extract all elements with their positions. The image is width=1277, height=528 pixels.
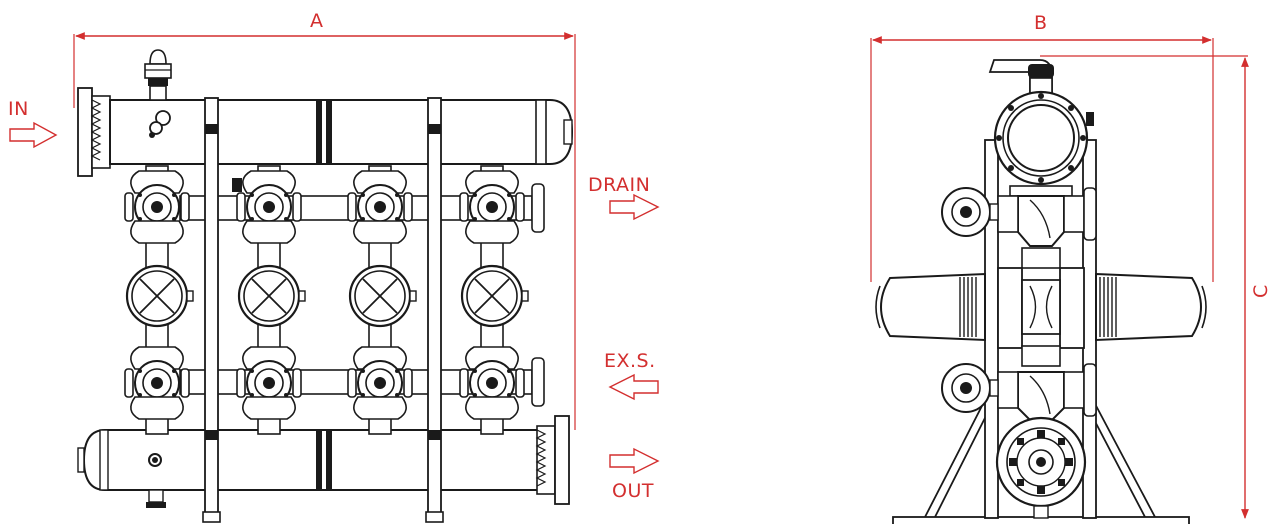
outlet-label: OUT	[612, 480, 654, 502]
inlet-label-text: IN	[8, 98, 29, 120]
side-view	[870, 36, 1249, 526]
inlet-manifold	[77, 49, 574, 177]
outlet-arrow	[609, 447, 660, 475]
front-view	[9, 32, 660, 523]
dimension-c-label: C	[1250, 284, 1272, 298]
filter-unit	[124, 165, 195, 435]
filter-unit	[347, 165, 418, 435]
exhaust-label: EX.S.	[604, 350, 656, 372]
dimension-b-label: B	[1034, 12, 1048, 34]
inlet-arrow	[9, 121, 58, 149]
drain-label: DRAIN	[588, 174, 651, 196]
dimension-a-label: A	[310, 10, 324, 32]
filter-unit	[459, 165, 530, 435]
drain-arrow	[609, 193, 660, 221]
exhaust-arrow	[608, 373, 659, 401]
filter-unit	[232, 165, 307, 435]
